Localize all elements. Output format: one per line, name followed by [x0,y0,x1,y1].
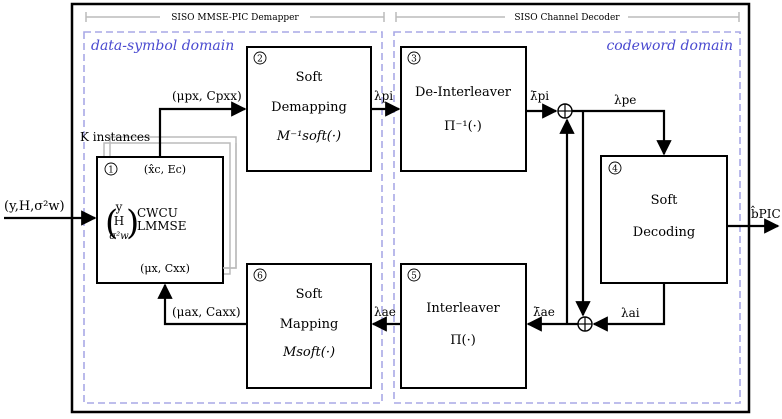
label-lambda-ia: λai [621,306,640,320]
block-2-func: M⁻¹soft(·) [276,129,341,144]
data-symbol-domain-box [83,31,383,404]
block-1-bottom-label: (μx, Cxx) [140,262,190,275]
block-6-soft-mapping: 6 Soft Mapping Msoft(·) [246,263,372,389]
codeword-domain-label: codeword domain [606,38,733,54]
block-4-number: 4 [612,165,618,175]
k-instances-label: K instances [80,130,150,144]
block-5-number: 5 [411,272,417,282]
codeword-domain-box [393,31,741,404]
block-3-number: 3 [411,55,417,65]
header-decoder-label: SISO Channel Decoder [514,13,620,23]
instance-feedback-wire [223,143,237,269]
block-2-number: 2 [257,55,263,65]
label-lambda-ip-bar: λ̄pi [530,89,549,103]
block-4-soft-decoding: 4 Soft Decoding [600,155,728,284]
block-1-vec-h: H [114,214,124,228]
data-symbol-domain-label: data-symbol domain [91,38,234,54]
block-2-line2: Demapping [271,100,347,115]
block-1-left-paren: ( [105,203,118,243]
header-decoder: SISO Channel Decoder [395,12,740,23]
block-1-cwcu-lmmse: 1 (x̂c, Ec) ( ) y H σ²w CWCU LMMSE (μx, … [96,156,224,284]
header-demapper-label: SISO MMSE-PIC Demapper [171,13,299,23]
block-5-interleaver: 5 Interleaver Π(·) [400,263,527,389]
input-label: (y,H,σ²w) [4,199,65,214]
block-6-line1: Soft [296,287,324,302]
label-lambda-ea: λae [374,305,396,319]
summation-node-top [557,103,573,119]
block-4-line1: Soft [651,193,679,208]
output-label: b̂PIC [751,204,781,221]
block-6-line2: Mapping [280,317,339,332]
block-2-line1: Soft [296,70,324,85]
block-2-soft-demapping: 2 Soft Demapping M⁻¹soft(·) [246,46,372,172]
block-3-de-interleaver: 3 De-Interleaver Π⁻¹(·) [400,46,527,172]
block-1-cwcu: CWCU [137,206,178,220]
block-5-line1: Interleaver [426,301,500,316]
header-demapper: SISO MMSE-PIC Demapper [85,12,385,23]
block-1-number: 1 [108,166,114,176]
outer-frame [70,2,751,414]
label-lambda-ep: λpe [614,93,636,107]
block-4-line2: Decoding [633,225,695,240]
label-mu-p: (μpx, Cpxx) [172,89,242,103]
block-1-right-paren: ) [126,203,139,243]
label-lambda-ip: λpi [374,89,393,103]
block-3-line1: De-Interleaver [415,85,512,100]
block-1-top-label: (x̂c, Ec) [144,163,186,176]
block-1-vec-sigma: σ²w [109,231,129,242]
label-mu-a: (μax, Caxx) [172,305,241,319]
block-1-lmmse: LMMSE [137,219,187,233]
block-6-func: Msoft(·) [282,345,335,360]
label-lambda-ea-bar: λ̄ae [533,305,555,319]
block-1-vec-y: y [115,200,123,214]
block-3-func: Π⁻¹(·) [444,119,482,134]
block-6-number: 6 [257,272,263,282]
signal-wires [4,101,780,332]
block-5-func: Π(·) [450,333,476,348]
summation-node-bottom [577,316,593,332]
